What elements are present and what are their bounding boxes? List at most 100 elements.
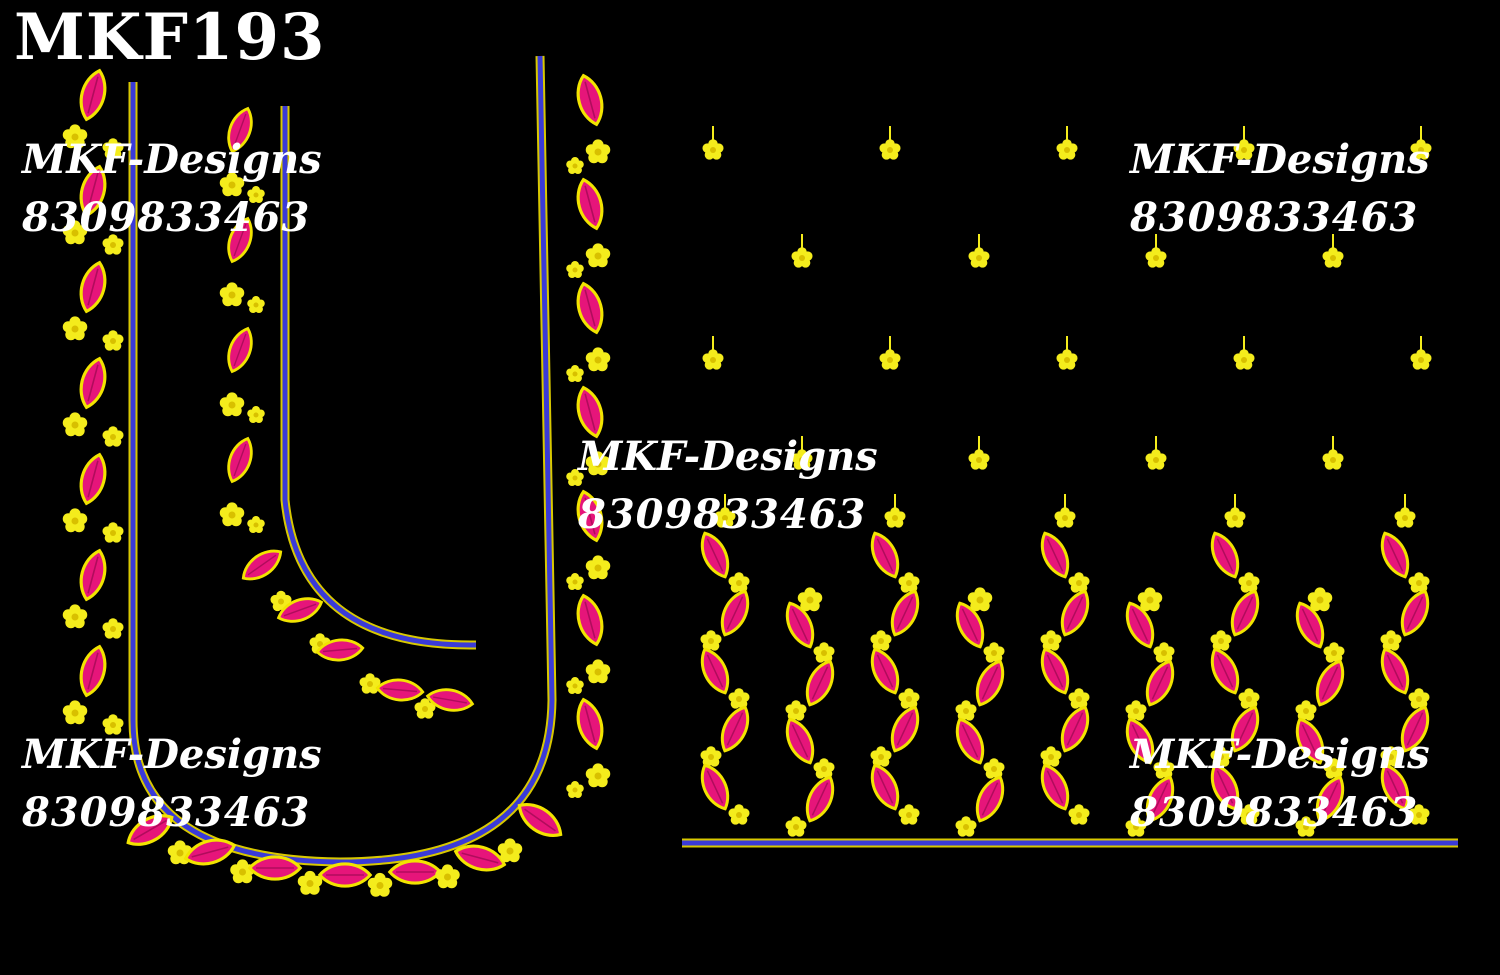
pink-leaf xyxy=(79,548,107,602)
pink-leaf xyxy=(870,531,900,579)
yellow-flower xyxy=(102,330,124,351)
yellow-flower xyxy=(247,186,265,204)
yellow-flower xyxy=(785,816,807,837)
yellow-flower xyxy=(585,763,611,788)
pink-leaf xyxy=(1400,705,1430,753)
watermark-phone: 8309833463 xyxy=(22,194,311,241)
yellow-flower xyxy=(983,642,1005,663)
yellow-flower xyxy=(1125,700,1147,721)
yellow-flower xyxy=(728,572,750,593)
yellow-flower xyxy=(1145,449,1167,470)
yellow-flower xyxy=(1040,630,1062,651)
yellow-flower xyxy=(700,630,722,651)
pink-leaf xyxy=(227,106,253,154)
yellow-flower xyxy=(955,816,977,837)
yellow-flower xyxy=(247,296,265,314)
yellow-flower xyxy=(702,139,724,160)
yellow-flower xyxy=(62,508,88,533)
pink-leaf xyxy=(79,164,107,218)
pink-leaf xyxy=(1040,763,1070,811)
yellow-flower xyxy=(1233,349,1255,370)
pink-leaf xyxy=(700,647,730,695)
pink-leaf xyxy=(1230,589,1260,637)
yellow-flower xyxy=(1137,587,1163,612)
yellow-flower xyxy=(1068,572,1090,593)
yellow-flower xyxy=(367,872,393,897)
yellow-flower xyxy=(1408,804,1430,825)
yellow-flower xyxy=(898,688,920,709)
watermark-bottom-right: MKF-Designs 8309833463 xyxy=(1130,735,1430,833)
watermark-top-left: MKF-Designs 8309833463 xyxy=(22,140,322,238)
yellow-flower xyxy=(1394,507,1416,528)
yellow-flower xyxy=(1040,746,1062,767)
yellow-flower xyxy=(62,316,88,341)
watermark-bottom-left: MKF-Designs 8309833463 xyxy=(22,735,322,833)
pink-leaf xyxy=(375,678,425,702)
pink-leaf xyxy=(79,68,107,122)
pink-leaf xyxy=(955,717,985,765)
yellow-flower xyxy=(1295,816,1317,837)
yellow-flower xyxy=(1238,572,1260,593)
yellow-flower xyxy=(1307,587,1333,612)
watermark-top-right: MKF-Designs 8309833463 xyxy=(1130,140,1430,238)
yellow-flower xyxy=(62,220,88,245)
pink-leaf xyxy=(1400,589,1430,637)
pink-leaf xyxy=(1210,531,1240,579)
yellow-flower xyxy=(102,426,124,447)
watermark-phone: 8309833463 xyxy=(1130,789,1419,836)
yellow-flower xyxy=(1295,700,1317,721)
pink-leaf xyxy=(1060,589,1090,637)
pink-leaf xyxy=(785,601,815,649)
watermark-brand: MKF-Designs xyxy=(22,136,322,183)
yellow-flower xyxy=(585,451,611,476)
pink-leaf xyxy=(453,844,507,872)
pink-leaf xyxy=(805,775,835,823)
yellow-flower xyxy=(247,406,265,424)
yellow-flower xyxy=(785,700,807,721)
pink-leaf xyxy=(576,177,604,231)
yellow-flower xyxy=(1322,247,1344,268)
pink-leaf xyxy=(1315,775,1345,823)
yellow-flower xyxy=(102,234,124,255)
yellow-flower xyxy=(219,172,245,197)
pink-leaf xyxy=(870,763,900,811)
yellow-flower xyxy=(566,365,584,383)
yellow-flower xyxy=(714,507,736,528)
yellow-flower xyxy=(247,516,265,534)
pink-leaf xyxy=(576,281,604,335)
yellow-flower xyxy=(566,157,584,175)
pink-leaf xyxy=(1315,659,1345,707)
yellow-flower xyxy=(435,864,460,889)
yellow-flower xyxy=(791,449,813,470)
yellow-flower xyxy=(1380,746,1402,767)
pink-leaf xyxy=(315,638,365,662)
yellow-flower xyxy=(1380,630,1402,651)
pink-leaf xyxy=(1380,531,1410,579)
yellow-flower xyxy=(1323,758,1345,779)
pink-leaf xyxy=(576,385,604,439)
watermark-phone: 8309833463 xyxy=(578,491,867,538)
yellow-flower xyxy=(414,698,436,719)
watermark-phone: 8309833463 xyxy=(22,789,311,836)
yellow-flower xyxy=(1056,139,1078,160)
embroidery-motifs xyxy=(62,68,1432,897)
pink-leaf xyxy=(317,862,373,888)
pink-leaf xyxy=(720,705,750,753)
yellow-flower xyxy=(1410,349,1432,370)
pink-leaf xyxy=(79,260,107,314)
yellow-flower xyxy=(102,138,124,159)
yellow-flower xyxy=(566,573,584,591)
pink-leaf xyxy=(1380,763,1410,811)
pink-leaf xyxy=(227,326,253,374)
pink-leaf xyxy=(805,659,835,707)
yellow-flower xyxy=(791,247,813,268)
pink-leaf xyxy=(700,531,730,579)
yellow-flower xyxy=(585,243,611,268)
yellow-flower xyxy=(870,746,892,767)
yellow-flower xyxy=(1408,688,1430,709)
yellow-flower xyxy=(797,587,823,612)
pink-leaf xyxy=(576,593,604,647)
watermark-brand: MKF-Designs xyxy=(1130,136,1430,183)
pink-leaf xyxy=(1040,531,1070,579)
pink-leaf xyxy=(890,589,920,637)
